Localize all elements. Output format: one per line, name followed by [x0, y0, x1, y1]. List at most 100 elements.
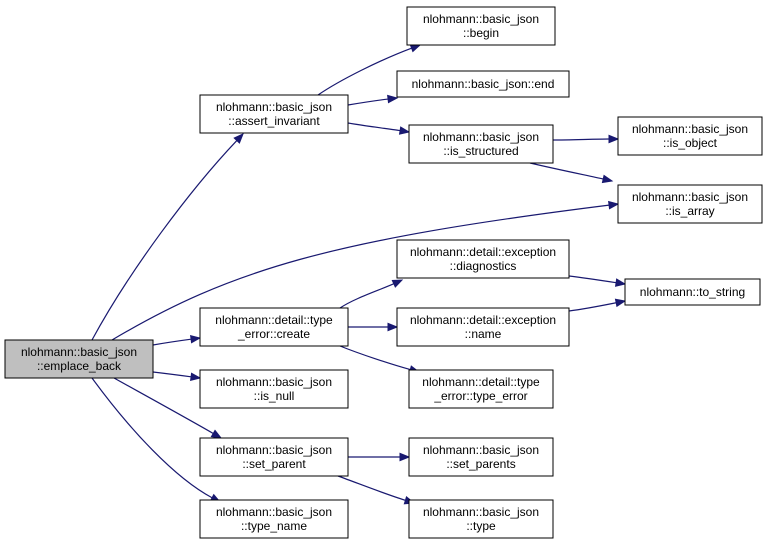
node-type-error-create[interactable]: nlohmann::detail::type_error::create — [199, 307, 349, 347]
arrow-head-icon — [601, 174, 614, 184]
node-label-line: ::is_array — [665, 204, 714, 218]
node-label-line: nlohmann::basic_json — [423, 12, 539, 26]
node-box — [199, 499, 349, 539]
node-box — [624, 278, 761, 306]
node-end[interactable]: nlohmann::basic_json::end — [396, 70, 570, 98]
node-label-line: nlohmann::basic_json — [21, 345, 137, 359]
edge-line — [91, 377, 213, 499]
node-label-line: ::begin — [463, 26, 499, 40]
edge-exception_name-to-to_string — [568, 298, 627, 312]
edge-line — [568, 302, 617, 312]
node-label-line: ::diagnostics — [450, 259, 517, 273]
node-label-line: ::set_parents — [446, 457, 515, 471]
node-label-line: nlohmann::basic_json — [423, 505, 539, 519]
edge-emplace_back-to-is_array — [111, 200, 620, 341]
node-label-line: _error::type_error — [433, 389, 527, 403]
edge-emplace_back-to-is_null — [152, 371, 202, 382]
node-diagnostics[interactable]: nlohmann::detail::exception::diagnostics — [396, 239, 570, 279]
edge-type_error_create-to-diagnostics — [339, 279, 404, 309]
node-type-name[interactable]: nlohmann::basic_json::type_name — [199, 499, 349, 539]
node-is-array[interactable]: nlohmann::basic_json::is_array — [617, 184, 763, 224]
edge-line — [113, 377, 214, 434]
edge-emplace_back-to-type_error_create — [152, 334, 202, 346]
edge-line — [339, 345, 411, 371]
node-label-line: ::is_structured — [443, 144, 518, 158]
edge-emplace_back-to-assert_invariant — [91, 133, 244, 341]
node-box — [4, 339, 154, 379]
node-label-line: ::assert_invariant — [228, 114, 320, 128]
arrow-head-icon — [190, 372, 202, 382]
edge-type_error_create-to-type_error_ctor — [339, 345, 421, 374]
node-label-line: nlohmann::to_string — [640, 285, 745, 299]
node-box — [199, 369, 349, 409]
arrow-head-icon — [409, 44, 422, 53]
node-type[interactable]: nlohmann::basic_json::type — [408, 499, 554, 539]
arrow-head-icon — [387, 322, 399, 332]
node-label-line: nlohmann::basic_json — [423, 130, 539, 144]
node-label-line: _error::create — [237, 327, 310, 341]
edge-line — [552, 138, 610, 141]
node-is-object[interactable]: nlohmann::basic_json::is_object — [617, 116, 763, 156]
node-set-parents[interactable]: nlohmann::basic_json::set_parents — [408, 437, 554, 477]
node-box — [617, 184, 763, 224]
arrow-head-icon — [391, 279, 404, 288]
node-exception-name[interactable]: nlohmann::detail::exception::name — [396, 307, 570, 347]
edge-assert_invariant-to-end — [347, 94, 399, 106]
edge-type_error_create-to-exception_name — [348, 322, 399, 332]
edge-line — [317, 47, 412, 96]
node-box — [617, 116, 763, 156]
arrow-head-icon — [614, 298, 627, 308]
arrow-head-icon — [398, 126, 411, 135]
node-box — [199, 94, 349, 134]
node-box — [396, 70, 570, 98]
node-box — [199, 437, 349, 477]
node-label-line: nlohmann::detail::type — [422, 375, 540, 389]
edges-layer — [91, 44, 627, 505]
arrow-head-icon — [210, 429, 223, 439]
arrow-head-icon — [387, 94, 399, 104]
node-label-line: ::emplace_back — [37, 359, 122, 373]
node-box — [199, 307, 349, 347]
edge-is_structured-to-is_object — [552, 134, 620, 144]
node-assert-invariant[interactable]: nlohmann::basic_json::assert_invariant — [199, 94, 349, 134]
arrow-head-icon — [608, 134, 620, 144]
node-to-string[interactable]: nlohmann::to_string — [624, 278, 761, 306]
node-label-line: ::name — [465, 327, 502, 341]
node-label-line: nlohmann::detail::type — [215, 313, 333, 327]
node-label-line: ::type — [466, 519, 496, 533]
edge-diagnostics-to-to_string — [568, 275, 627, 287]
node-label-line: nlohmann::detail::exception — [410, 313, 556, 327]
node-box — [408, 437, 554, 477]
edge-line — [347, 122, 401, 132]
edge-line — [152, 338, 192, 346]
edge-line — [568, 275, 617, 284]
edge-set_parent-to-type — [337, 475, 416, 505]
node-begin[interactable]: nlohmann::basic_json::begin — [406, 6, 556, 46]
edge-is_structured-to-is_array — [529, 162, 614, 184]
node-type-error-ctor[interactable]: nlohmann::detail::type_error::type_error — [408, 369, 554, 409]
node-label-line: nlohmann::basic_json::end — [412, 77, 555, 91]
edge-line — [337, 475, 406, 501]
arrow-head-icon — [608, 200, 620, 210]
node-is-null[interactable]: nlohmann::basic_json::is_null — [199, 369, 349, 409]
node-is-structured[interactable]: nlohmann::basic_json::is_structured — [408, 124, 554, 164]
node-emplace-back[interactable]: nlohmann::basic_json::emplace_back — [4, 339, 154, 379]
node-label-line: nlohmann::basic_json — [216, 375, 332, 389]
edge-line — [347, 98, 389, 106]
arrow-head-icon — [614, 278, 627, 287]
edge-line — [529, 162, 604, 180]
edge-emplace_back-to-set_parent — [113, 377, 223, 439]
nodes-layer: nlohmann::basic_json::emplace_backnlohma… — [4, 6, 763, 539]
node-label-line: ::type_name — [241, 519, 307, 533]
node-box — [408, 499, 554, 539]
edge-line — [339, 283, 395, 309]
node-label-line: ::is_null — [254, 389, 295, 403]
node-box — [406, 6, 556, 46]
node-box — [408, 124, 554, 164]
node-box — [408, 369, 554, 409]
edge-set_parent-to-set_parents — [347, 452, 411, 462]
edge-line — [91, 140, 238, 341]
node-label-line: ::set_parent — [242, 457, 306, 471]
node-set-parent[interactable]: nlohmann::basic_json::set_parent — [199, 437, 349, 477]
node-label-line: nlohmann::basic_json — [423, 443, 539, 457]
